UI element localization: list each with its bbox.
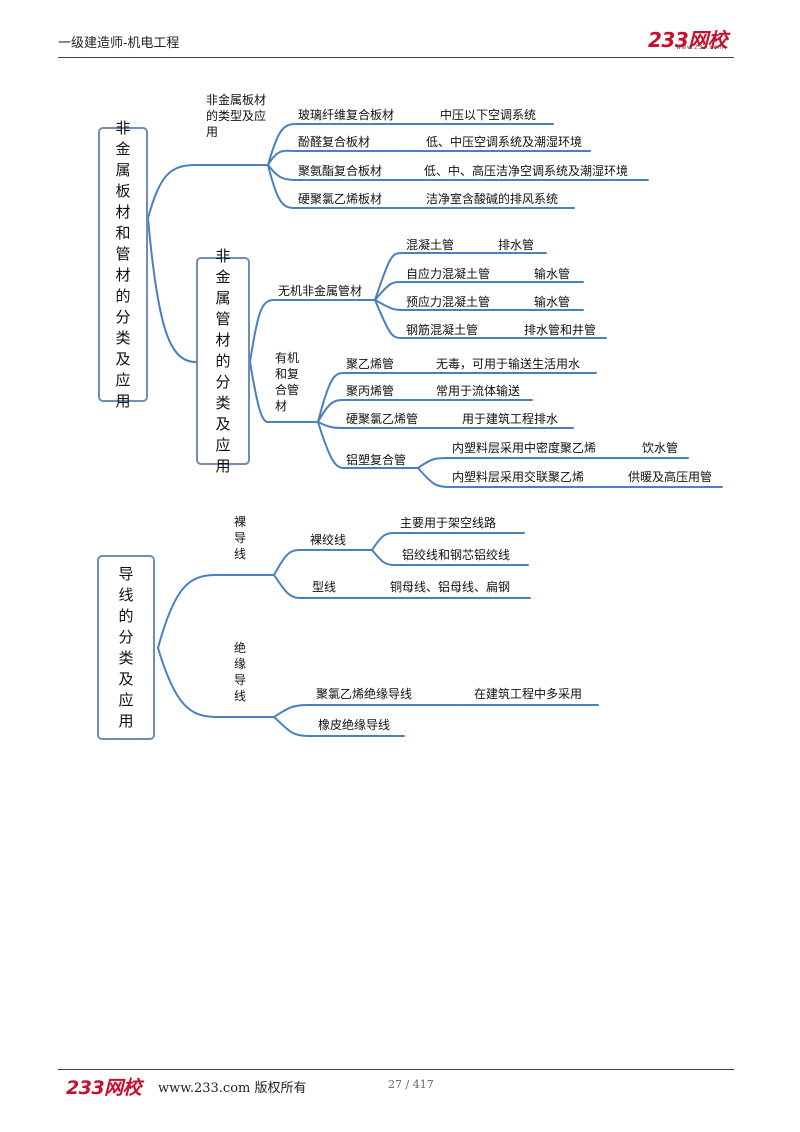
plate-item-name: 聚氨酯复合板材 <box>298 164 383 178</box>
plate-item-name: 硬聚氯乙烯板材 <box>298 192 383 206</box>
page-number: 27 / 417 <box>388 1078 434 1091</box>
composite-pipe-label: 铝塑复合管 <box>346 453 407 467</box>
inorganic-item-use: 排水管 <box>498 238 535 252</box>
insulated-item-use: 在建筑工程中多采用 <box>474 687 583 701</box>
plate-item-use: 低、中、高压洁净空调系统及潮湿环境 <box>424 164 629 178</box>
organic-item-name: 聚乙烯管 <box>346 357 395 371</box>
plate-item-use: 中压以下空调系统 <box>440 108 537 122</box>
organic-item-use: 用于建筑工程排水 <box>462 412 559 426</box>
header-divider <box>58 57 734 58</box>
inorganic-item-name: 预应力混凝土管 <box>406 295 491 309</box>
stranded-label: 裸绞线 <box>310 533 347 547</box>
organic-item-name: 硬聚氯乙烯管 <box>346 412 419 426</box>
header-title: 一级建造师-机电工程 <box>58 36 180 51</box>
profile-label: 型线 <box>312 580 337 594</box>
composite-item-name: 内塑料层采用中密度聚乙烯 <box>452 441 597 455</box>
footer-logo[interactable]: 233网校 <box>66 1077 142 1099</box>
root-box-nonmetal[interactable]: 非金属板材和管材的分类及应用 <box>98 119 148 410</box>
inorganic-item-use: 排水管和井管 <box>524 323 597 337</box>
branch-box-pipes[interactable]: 非金属管材的分类及应用 <box>196 247 250 475</box>
root-box-wires[interactable]: 导线的分类及应用 <box>97 555 155 740</box>
footer-copyright: www.233.com 版权所有 <box>158 1081 307 1096</box>
composite-item-use: 供暖及高压用管 <box>628 470 713 484</box>
composite-item-use: 饮水管 <box>642 441 679 455</box>
pipes-label: 非金属管材的分类及应用 <box>215 246 231 475</box>
profile-use: 铜母线、铝母线、扁钢 <box>390 580 511 594</box>
plate-item-use: 洁净室含酸碱的排风系统 <box>426 192 559 206</box>
stranded-item: 主要用于架空线路 <box>400 516 497 530</box>
organic-item-name: 聚丙烯管 <box>346 384 395 398</box>
plate-item-name: 酚醛复合板材 <box>298 135 371 149</box>
footer-divider <box>58 1069 734 1070</box>
plates-label: 非金属板材的类型及应用 <box>206 93 267 139</box>
inorganic-item-use: 输水管 <box>534 295 571 309</box>
composite-item-name: 内塑料层采用交联聚乙烯 <box>452 470 585 484</box>
bare-wire-label: 裸导线 <box>234 515 247 561</box>
plate-item-use: 低、中压空调系统及潮湿环境 <box>426 135 583 149</box>
insulated-item-name: 橡皮绝缘导线 <box>318 718 391 732</box>
stranded-item: 铝绞线和钢芯铝绞线 <box>402 548 511 562</box>
inorganic-item-name: 混凝土管 <box>406 238 455 252</box>
plate-item-name: 玻璃纤维复合板材 <box>298 108 395 122</box>
inorganic-item-name: 自应力混凝土管 <box>406 267 491 281</box>
inorganic-item-name: 钢筋混凝土管 <box>406 323 479 337</box>
root-label-wires: 导线的分类及应用 <box>118 564 134 730</box>
inorganic-label: 无机非金属管材 <box>278 284 363 298</box>
insulated-item-name: 聚氯乙烯绝缘导线 <box>316 687 413 701</box>
organic-label: 有机和复合管材 <box>275 351 300 413</box>
organic-item-use: 常用于流体输送 <box>436 384 521 398</box>
logo-url: www.233.com <box>676 44 724 51</box>
insulated-wire-label: 绝缘导线 <box>234 641 247 703</box>
root-label-nonmetal: 非金属板材和管材的分类及应用 <box>115 118 131 410</box>
brand-logo[interactable]: 233网校 <box>648 28 728 52</box>
inorganic-item-use: 输水管 <box>534 267 571 281</box>
organic-item-use: 无毒，可用于输送生活用水 <box>436 357 581 371</box>
